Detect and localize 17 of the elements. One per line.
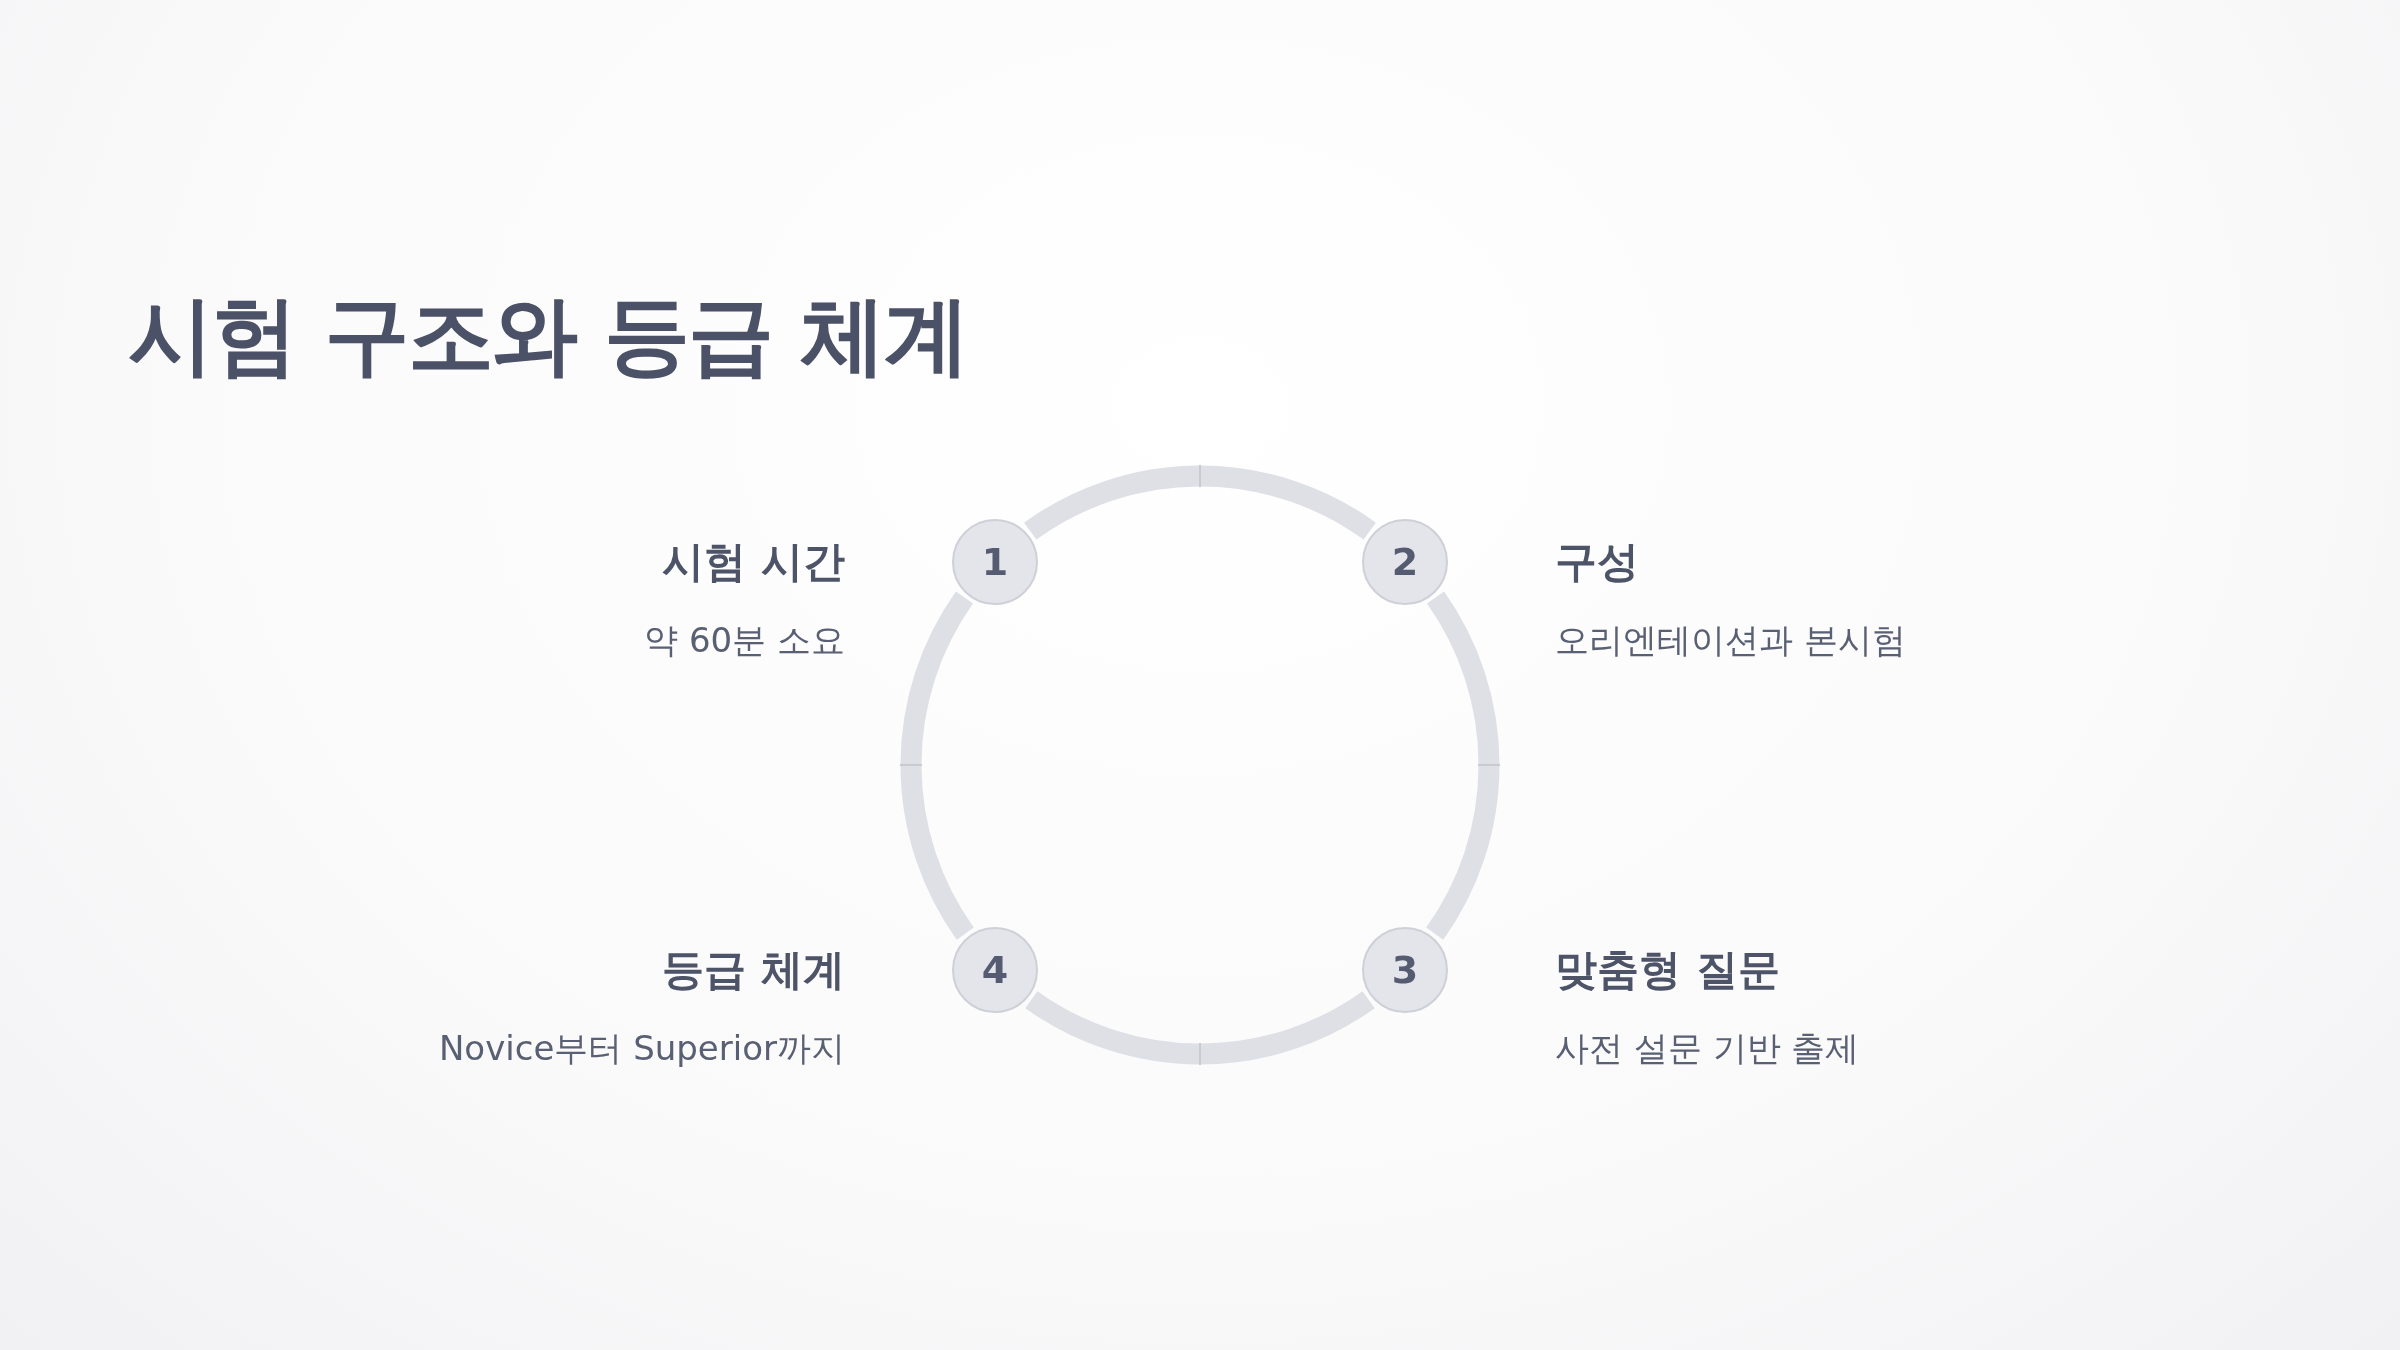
step-heading: 시험 시간 bbox=[662, 536, 845, 588]
number-circle: 3 bbox=[1362, 927, 1448, 1013]
step-description: 사전 설문 기반 출제 bbox=[1555, 1027, 1860, 1070]
step-heading: 구성 bbox=[1555, 536, 1639, 588]
step-heading: 맞춤형 질문 bbox=[1555, 944, 1780, 996]
title: 시험 구조와 등급 체계 bbox=[128, 284, 968, 387]
ring-arc bbox=[1024, 465, 1376, 540]
step-description: 약 60분 소요 bbox=[644, 619, 845, 662]
step-description: 오리엔테이션과 본시험 bbox=[1555, 619, 1906, 662]
number-circle: 2 bbox=[1362, 519, 1448, 605]
number-circle: 1 bbox=[952, 519, 1038, 605]
ring-arc bbox=[900, 592, 975, 940]
step-heading: 등급 체계 bbox=[662, 944, 845, 996]
number-circle: 4 bbox=[952, 927, 1038, 1013]
ring-arc bbox=[1425, 592, 1500, 940]
ring-arc bbox=[1025, 990, 1375, 1065]
step-description: Novice부터 Superior까지 bbox=[438, 1027, 845, 1070]
